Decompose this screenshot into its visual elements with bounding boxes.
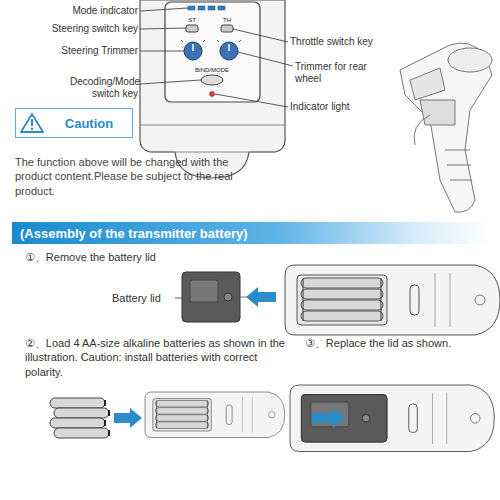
step-text: ③、Replace the lid as shown. — [305, 336, 495, 350]
controller-panel — [218, 6, 225, 10]
panel-marking: BIND/MODE — [195, 67, 229, 74]
leader-line — [238, 52, 293, 66]
box-text: (Assembly of the transmitter battery) — [20, 226, 248, 241]
controller-panel — [198, 6, 205, 10]
controller-panel — [140, 0, 285, 178]
caution-box: Caution — [15, 108, 133, 138]
caution-icon — [31, 128, 33, 130]
section-banner: (Assembly of the transmitter battery) — [12, 222, 492, 244]
transmitter-sketch — [448, 48, 492, 72]
part-label: Throttle switch key — [290, 36, 400, 48]
controller-panel — [140, 125, 285, 152]
transmitter-bottom — [301, 278, 383, 321]
leader-line — [140, 8, 293, 107]
controller-panel — [165, 2, 260, 102]
controller-panel — [140, 0, 285, 178]
caution-icon — [21, 114, 43, 132]
part-label: Battery lid — [112, 291, 174, 305]
transmitter-sketch — [400, 43, 492, 212]
box-text: Caution — [65, 116, 113, 131]
panel-marking: ST — [185, 17, 199, 24]
leader-line — [140, 80, 201, 84]
leader-line — [140, 28, 186, 29]
battery-lid — [182, 272, 240, 322]
note-text: The function above will be changed with … — [15, 155, 243, 198]
part-label: Indicator light — [290, 101, 390, 113]
transmitter-bottom — [285, 265, 500, 335]
transmitter-bottom — [155, 400, 208, 428]
panel-marking: TH — [220, 17, 234, 24]
leader-line — [233, 29, 288, 42]
controller-panel — [181, 40, 241, 42]
transmitter-bottom — [145, 392, 285, 438]
aa-batteries — [50, 398, 109, 438]
part-label: Mode indicator — [40, 5, 138, 17]
transmitter-sketch — [410, 68, 445, 100]
controller-panel — [188, 6, 195, 10]
part-label: Trimmer for rear wheel — [295, 61, 375, 84]
controller-panel — [208, 6, 215, 10]
part-label: Steering Trimmer — [30, 45, 138, 57]
transmitter-sketch — [420, 100, 455, 125]
transmitter-sketch — [445, 150, 472, 180]
battery-lid — [224, 293, 232, 301]
transmitter-sketch — [400, 43, 492, 212]
controller-panel — [186, 25, 198, 32]
part-label: Steering switch key — [20, 23, 138, 35]
transmitter-bottom — [285, 265, 500, 335]
controller-panel — [210, 92, 215, 97]
leader-line — [140, 51, 184, 52]
transmitter-bottom — [301, 395, 387, 443]
aa-batteries — [54, 408, 109, 418]
caution-icon — [31, 119, 33, 126]
leader-line — [175, 298, 182, 299]
aa-batteries — [50, 398, 105, 408]
step-text: ①、Remove the battery lid — [25, 250, 285, 264]
step-text: ②、Load 4 AA-size alkaline batteries as s… — [25, 336, 287, 379]
leader-line — [215, 94, 288, 107]
transmitter-sketch — [414, 115, 430, 145]
leader-line — [140, 8, 188, 11]
direction-arrow — [312, 408, 345, 428]
aa-batteries — [50, 418, 105, 428]
controller-panel — [193, 44, 229, 51]
battery-lid — [190, 280, 218, 302]
controller-panel — [201, 75, 223, 85]
transmitter-bottom — [290, 385, 494, 452]
controller-panel — [221, 25, 233, 32]
transmitter-bottom — [145, 392, 285, 438]
direction-arrow — [246, 287, 276, 307]
caution-icon — [21, 114, 43, 132]
aa-batteries — [54, 428, 109, 438]
direction-arrow — [114, 408, 142, 428]
transmitter-bottom — [290, 385, 494, 452]
part-label: Decoding/Mode switch key — [70, 76, 138, 99]
aa-batteries — [105, 400, 109, 436]
